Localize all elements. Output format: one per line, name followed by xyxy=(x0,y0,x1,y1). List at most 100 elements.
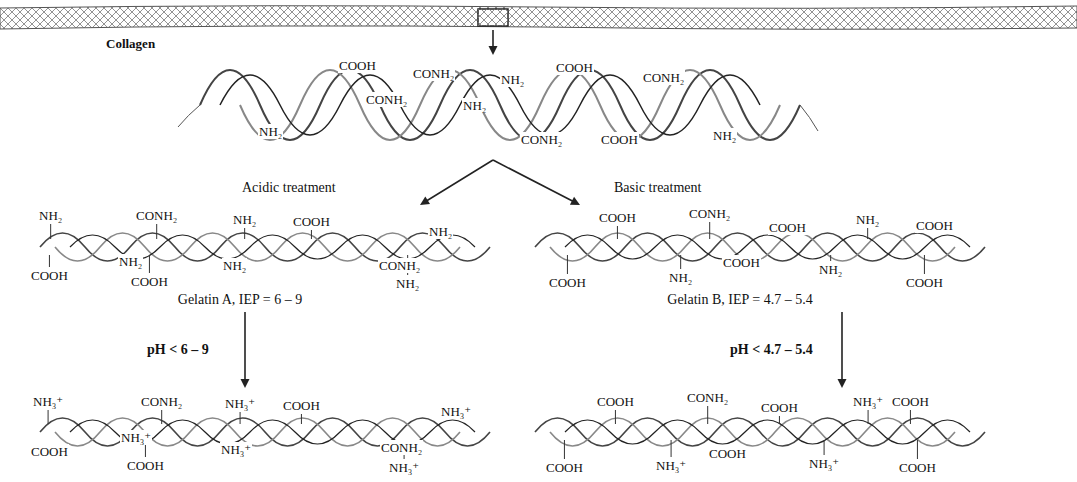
functional-group-label: COOH xyxy=(282,398,321,413)
arrow-connector xyxy=(493,160,580,205)
side-group-stem xyxy=(868,410,869,424)
functional-group-label: NH₃⁺ xyxy=(220,442,252,457)
side-group-stem xyxy=(830,255,831,261)
gelatin-title: Gelatin B, IEP = 4.7 – 5.4 xyxy=(666,292,813,308)
functional-group-label: COOH xyxy=(768,220,807,235)
arrow-connector xyxy=(838,312,847,388)
functional-group-label: COOH xyxy=(30,444,69,459)
side-group-stem xyxy=(779,416,780,424)
functional-group-label: CONH₂ xyxy=(378,258,421,273)
functional-group-label: NH₃⁺ xyxy=(655,458,687,473)
structure-label: Collagen xyxy=(105,36,156,51)
gelatin-a-chain: NH₂ CONH₂ NH₂ COOH NH₂ COOH NH₂ COOH NH₂ CONH₂ NH₂… xyxy=(20,205,500,312)
functional-group-label: CONH₂ xyxy=(686,390,729,405)
side-group-stem xyxy=(48,410,49,424)
side-group-stem xyxy=(244,228,245,239)
functional-group-label: NH₂ xyxy=(222,258,247,273)
functional-group-label: COOH xyxy=(905,275,944,290)
functional-group-label: COOH xyxy=(130,274,169,289)
functional-group-label: CONH₂ xyxy=(412,66,455,81)
functional-group-label: NH₂ xyxy=(395,276,420,291)
functional-group-label: COOH xyxy=(126,458,165,473)
functional-group-label: CONH₂ xyxy=(380,440,423,455)
side-group-stem xyxy=(924,255,925,274)
functional-group-label: NH₂ xyxy=(668,270,693,285)
side-group-stem xyxy=(615,410,616,424)
side-group-stems xyxy=(48,222,924,459)
arrow-connector xyxy=(420,160,493,205)
protonated-gelatin-b: COOH CONH₂ COOH NH₃⁺ COOH COOH NH₃⁺ COOH NH₃⁺ COO… xyxy=(515,388,1010,478)
side-group-stem xyxy=(671,440,672,457)
functional-group-label: CONH₂ xyxy=(520,132,563,147)
functional-group-label: CONH₂ xyxy=(688,206,731,221)
functional-group-label: COOH xyxy=(30,268,69,283)
side-group-stem xyxy=(824,440,825,455)
side-group-stem xyxy=(49,255,50,267)
side-group-stem xyxy=(156,224,157,239)
functional-group-label: COOH xyxy=(555,60,594,75)
protonated-gelatin-a: NH₃⁺ CONH₂ NH₃⁺ COOH NH₃⁺ COOH NH₃⁺ COOH NH₃⁺ CON… xyxy=(20,388,500,478)
side-group-stem xyxy=(149,255,150,273)
functional-group-label: NH₃⁺ xyxy=(440,404,472,419)
side-group-stem xyxy=(867,228,868,239)
functional-group-label: NH₂ xyxy=(712,128,737,143)
functional-group-label: COOH xyxy=(596,394,635,409)
functional-group-label: CONH₂ xyxy=(140,394,183,409)
treatment-label: Basic treatment xyxy=(612,180,703,196)
functional-group-label: COOH xyxy=(708,446,747,461)
treatment-label: Acidic treatment xyxy=(240,180,338,196)
functional-group-label: COOH xyxy=(292,214,331,229)
functional-group-label: NH₃⁺ xyxy=(388,460,420,475)
side-group-stem xyxy=(301,414,302,424)
functional-group-label: NH₃⁺ xyxy=(224,396,256,411)
treatment-label: pH < 6 – 9 xyxy=(145,342,211,358)
functional-group-label: NH₂ xyxy=(818,262,843,277)
functional-group-label: COOH xyxy=(915,218,954,233)
treatment-label: pH < 4.7 – 5.4 xyxy=(728,342,815,358)
side-group-stem xyxy=(707,406,708,424)
side-group-stem xyxy=(709,222,710,239)
functional-group-label: NH₂ xyxy=(500,72,525,87)
collagen-fiber-band: Collagen xyxy=(0,4,1077,30)
functional-group-label: NH₃⁺ xyxy=(808,456,840,471)
side-group-stem xyxy=(617,226,618,239)
functional-group-label: CONH₂ xyxy=(642,70,685,85)
gelatin-title: Gelatin A, IEP = 6 – 9 xyxy=(177,292,303,308)
triple-helix: COOH CONH₂ NH₂ COOH CONH₂ CONH₂ NH₂ NH₂ CONH₂ COO… xyxy=(195,55,795,160)
functional-group-label: CONH₂ xyxy=(135,208,178,223)
functional-group-label: COOH xyxy=(891,394,930,409)
side-group-stem xyxy=(567,255,568,274)
functional-group-label: NH₂ xyxy=(38,208,63,223)
functional-group-label: COOH xyxy=(760,400,799,415)
collagen-fiber xyxy=(0,6,1077,30)
functional-group-label: NH₂ xyxy=(462,98,487,113)
side-group-stem xyxy=(917,440,918,459)
arrow-connector xyxy=(241,312,250,388)
side-group-stem xyxy=(161,410,162,424)
side-group-stem xyxy=(50,224,51,239)
arrow-connector xyxy=(489,30,498,55)
functional-group-label: COOH xyxy=(898,460,937,475)
side-group-stem xyxy=(680,255,681,269)
functional-group-label: COOH xyxy=(722,255,761,270)
side-group-stem xyxy=(240,412,241,424)
functional-group-label: NH₂ xyxy=(428,224,453,239)
functional-group-label: COOH xyxy=(545,460,584,475)
functional-group-label: NH₃⁺ xyxy=(852,394,884,409)
functional-group-label: COOH xyxy=(548,275,587,290)
side-group-stem xyxy=(910,410,911,424)
functional-group-label: COOH xyxy=(338,58,377,73)
gelatin-a-strands xyxy=(40,233,490,261)
functional-group-label: NH₂ xyxy=(118,254,143,269)
functional-group-label: NH₂ xyxy=(232,212,257,227)
functional-group-label: NH₃⁺ xyxy=(32,394,64,409)
functional-group-label: NH₂ xyxy=(855,212,880,227)
functional-group-label: NH₃⁺ xyxy=(120,430,152,445)
side-group-stem xyxy=(564,440,565,459)
functional-group-label: COOH xyxy=(598,210,637,225)
functional-group-label: COOH xyxy=(600,132,639,147)
functional-group-label: CONH₂ xyxy=(365,92,408,107)
